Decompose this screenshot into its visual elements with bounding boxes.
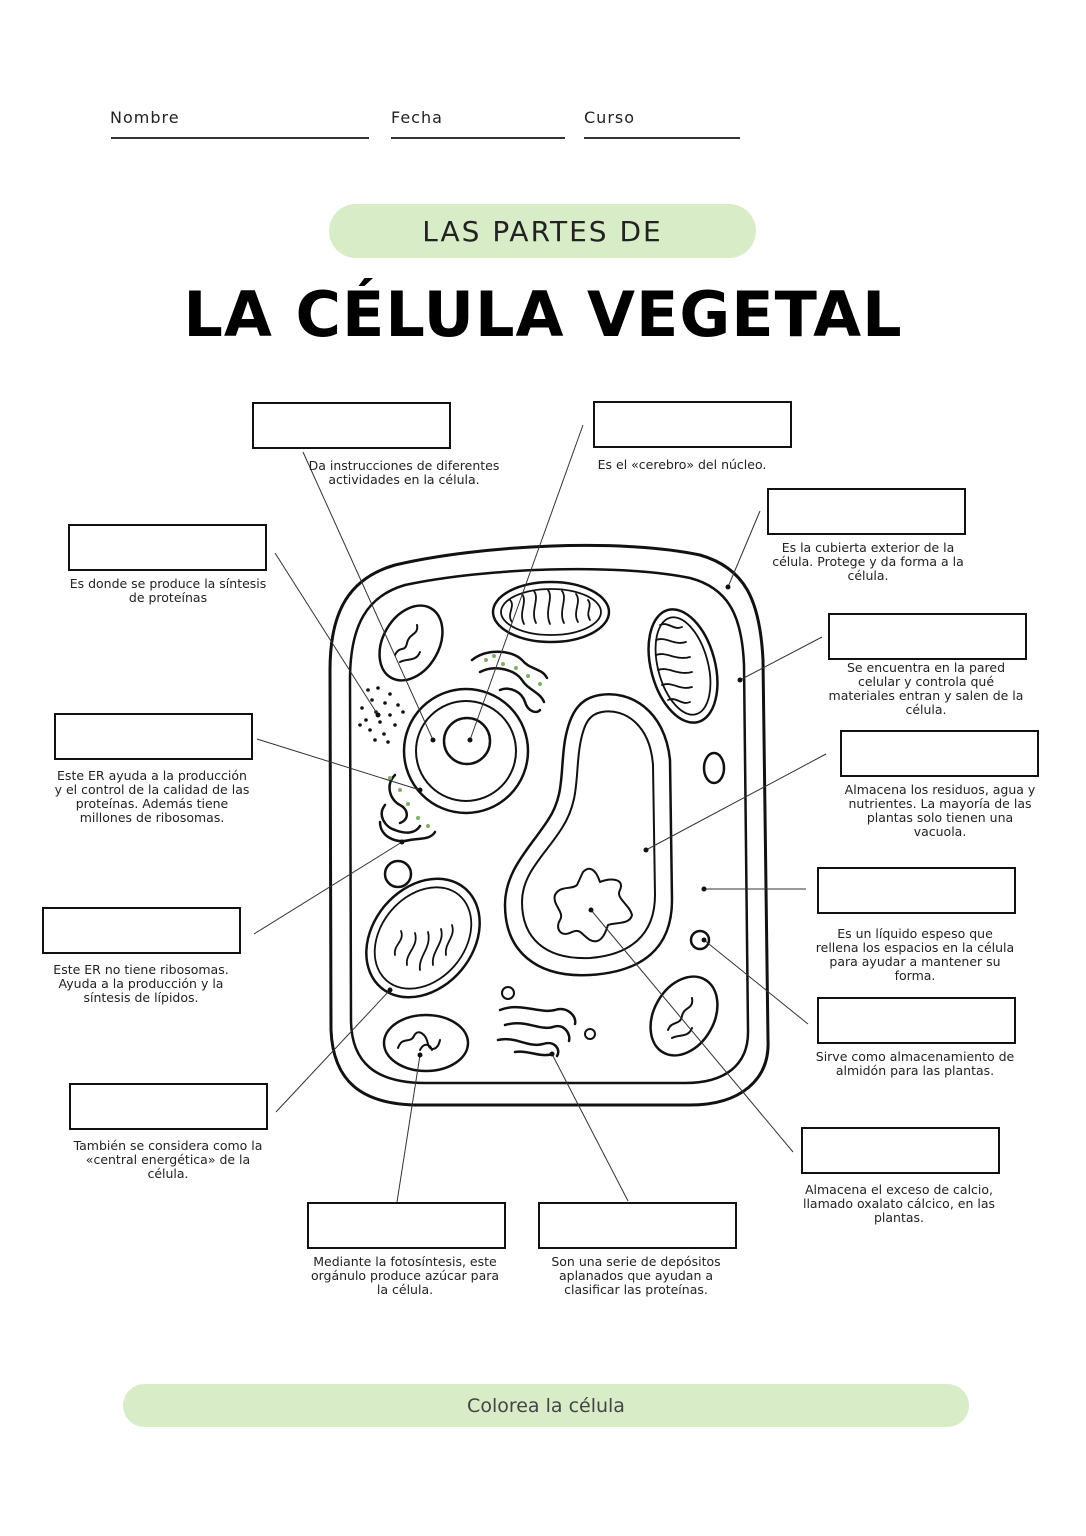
subtitle-pill: LAS PARTES DE	[329, 204, 756, 258]
page-title: LA CÉLULA VEGETAL	[183, 278, 903, 351]
golgi-apparatus	[496, 1005, 577, 1058]
desc-golgi: Son una serie de depósitos aplanados que…	[551, 1254, 721, 1297]
name-label: Nombre	[110, 108, 180, 127]
chloroplast-bottom-right	[649, 975, 719, 1057]
vacuole-inner	[521, 710, 656, 960]
nucleolus	[442, 716, 492, 766]
desc-mitochondria: También se considera como la «central en…	[73, 1138, 263, 1181]
answer-box-smooth-er[interactable]	[42, 907, 241, 954]
vesicle-small-b	[584, 1028, 596, 1040]
vacuole-outer	[503, 693, 674, 977]
answer-box-chloroplast[interactable]	[307, 1202, 506, 1249]
vesicle-small-a	[501, 986, 515, 1000]
desc-cell-membrane: Se encuentra en la pared celular y contr…	[828, 660, 1024, 717]
date-field[interactable]	[391, 137, 565, 139]
instruction-pill: Colorea la célula	[123, 1384, 969, 1427]
course-field[interactable]	[584, 137, 740, 139]
rough-er-left	[378, 773, 437, 843]
cell-wall-outline	[328, 543, 770, 1107]
answer-box-cell-membrane[interactable]	[828, 613, 1027, 660]
answer-box-amyloplast[interactable]	[817, 997, 1016, 1044]
rough-er-ribosomes	[388, 654, 542, 828]
answer-box-cytoplasm[interactable]	[817, 867, 1016, 914]
mitochondrion-right	[647, 608, 719, 724]
mitochondrion-bottom-left	[365, 877, 481, 999]
calcium-oxalate-crystal	[553, 867, 633, 943]
course-label: Curso	[584, 108, 636, 127]
answer-box-rough-er[interactable]	[54, 713, 253, 760]
answer-box-mitochondria[interactable]	[69, 1083, 268, 1130]
answer-box-vacuole[interactable]	[840, 730, 1039, 777]
answer-box-calcium-oxalate[interactable]	[801, 1127, 1000, 1174]
leader-endpoints	[375, 584, 743, 1058]
date-label: Fecha	[391, 108, 443, 127]
instruction-text: Colorea la célula	[467, 1394, 625, 1417]
mitochondrion-top	[491, 580, 611, 644]
vesicle-left	[383, 859, 413, 889]
desc-vacuole: Almacena los residuos, agua y nutrientes…	[844, 782, 1036, 839]
rough-er-top	[470, 650, 549, 714]
answer-box-nucleus[interactable]	[252, 402, 451, 449]
amyloplast	[689, 929, 711, 951]
desc-ribosomes: Es donde se produce la síntesis de prote…	[69, 576, 267, 605]
desc-amyloplast: Sirve como almacenamiento de almidón par…	[815, 1049, 1015, 1078]
nucleus-inner	[415, 700, 517, 802]
chloroplast-top-left	[378, 604, 444, 682]
desc-chloroplast: Mediante la fotosíntesis, este orgánulo …	[310, 1254, 500, 1297]
answer-box-ribosomes[interactable]	[68, 524, 267, 571]
name-field[interactable]	[111, 137, 369, 139]
leader-lines	[253, 424, 827, 1203]
answer-box-nucleolus[interactable]	[593, 401, 792, 448]
desc-cell-wall: Es la cubierta exterior de la célula. Pr…	[772, 540, 964, 583]
nucleus-outer	[402, 687, 530, 815]
chloroplast-bottom	[382, 1013, 470, 1073]
desc-cytoplasm: Es un líquido espeso que rellena los esp…	[815, 926, 1015, 983]
desc-smooth-er: Este ER no tiene ribosomas. Ayuda a la p…	[53, 962, 229, 1005]
answer-box-golgi[interactable]	[538, 1202, 737, 1249]
subtitle: LAS PARTES DE	[422, 214, 663, 248]
desc-nucleus: Da instrucciones de diferentes actividad…	[308, 458, 500, 487]
cell-membrane-outline	[348, 567, 750, 1085]
desc-nucleolus: Es el «cerebro» del núcleo.	[597, 457, 767, 472]
desc-rough-er: Este ER ayuda a la producción y el contr…	[54, 768, 250, 825]
vesicle-right	[702, 751, 726, 785]
desc-calcium-oxalate: Almacena el exceso de calcio, llamado ox…	[802, 1182, 996, 1225]
answer-box-cell-wall[interactable]	[767, 488, 966, 535]
